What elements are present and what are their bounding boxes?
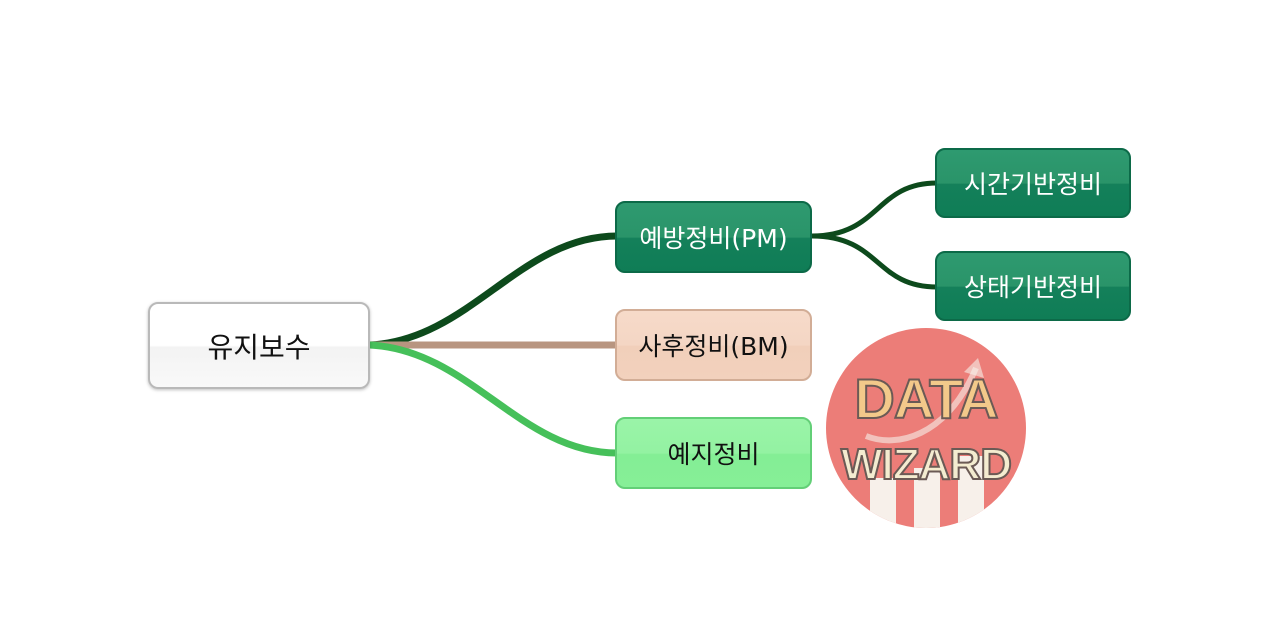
link-pm-to-cbm xyxy=(809,233,940,290)
node-condition-based-maintenance[interactable]: 상태기반정비 xyxy=(935,251,1131,321)
link-root-to-pm xyxy=(366,232,621,349)
logo-word-data: DATA xyxy=(853,366,999,431)
root-node[interactable]: 유지보수 xyxy=(148,302,370,389)
node-preventive-maintenance-label: 예방정비(PM) xyxy=(639,224,788,253)
node-breakdown-maintenance[interactable]: 사후정비(BM) xyxy=(615,309,812,381)
logo-word-wizard: WIZARD xyxy=(840,439,1013,490)
logo-bars-graphic xyxy=(864,358,984,528)
node-condition-based-maintenance-label: 상태기반정비 xyxy=(963,273,1102,302)
node-time-based-maintenance[interactable]: 시간기반정비 xyxy=(935,148,1131,218)
link-pm-to-tbm xyxy=(809,180,940,239)
node-preventive-maintenance[interactable]: 예방정비(PM) xyxy=(615,201,812,273)
link-root-to-pdm xyxy=(366,341,621,457)
node-breakdown-maintenance-label: 사후정비(BM) xyxy=(638,332,789,361)
node-predictive-maintenance[interactable]: 예지정비 xyxy=(615,417,812,489)
node-predictive-maintenance-label: 예지정비 xyxy=(667,440,760,469)
data-wizard-logo: DATA WIZARD xyxy=(826,328,1026,528)
node-time-based-maintenance-label: 시간기반정비 xyxy=(963,170,1102,199)
root-node-label: 유지보수 xyxy=(207,330,311,364)
